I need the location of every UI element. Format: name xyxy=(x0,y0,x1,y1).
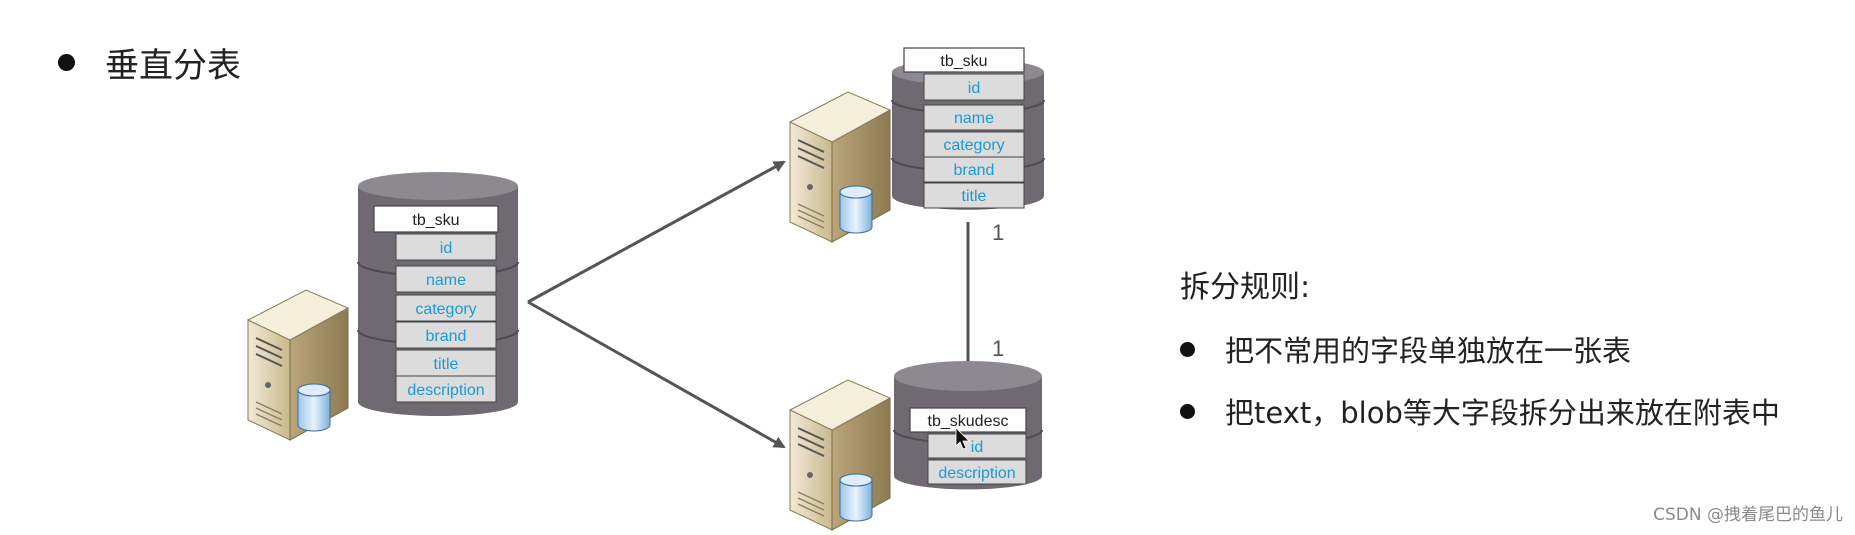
relation-cardinality-top: 1 xyxy=(992,220,1004,245)
page-title: 垂直分表 xyxy=(105,46,241,86)
source-field: category xyxy=(415,301,476,318)
split-table-1-field: brand xyxy=(954,162,995,179)
mouse-cursor-icon xyxy=(955,427,970,450)
watermark: CSDN @拽着尾巴的鱼儿 xyxy=(1653,505,1843,525)
rule-item: 把不常用的字段单独放在一张表 xyxy=(1180,328,1780,370)
split-arrow-up xyxy=(527,160,786,304)
source-table: tb_sku id name category brand title desc… xyxy=(373,205,499,403)
rule-text: 把text，blob等大字段拆分出来放在附表中 xyxy=(1225,396,1780,430)
source-server-icon xyxy=(247,289,349,441)
split-arrow-down xyxy=(527,300,786,449)
split-table-1-field: title xyxy=(962,188,987,205)
split-rules: 拆分规则: 把不常用的字段单独放在一张表 把text，blob等大字段拆分出来放… xyxy=(1180,262,1780,452)
page-title-row: 垂直分表 xyxy=(58,38,241,87)
split-table-2: tb_skudesc id description xyxy=(909,407,1027,485)
split-table-1-field: name xyxy=(954,110,994,127)
target-server-2-icon xyxy=(789,379,891,531)
split-table-1-field: id xyxy=(968,80,980,97)
split-table-2-field: id xyxy=(971,439,983,456)
bullet-icon xyxy=(1180,403,1195,419)
rules-title: 拆分规则: xyxy=(1180,270,1311,305)
source-field: description xyxy=(407,382,484,399)
rule-item: 把text，blob等大字段拆分出来放在附表中 xyxy=(1180,390,1780,432)
source-field: brand xyxy=(426,328,467,345)
split-table-2-field: description xyxy=(938,465,1015,482)
rule-text: 把不常用的字段单独放在一张表 xyxy=(1225,334,1632,368)
bullet-icon xyxy=(58,54,75,71)
relation-cardinality-bottom: 1 xyxy=(992,336,1004,361)
source-field: name xyxy=(426,272,466,289)
source-table-name: tb_sku xyxy=(412,212,459,229)
split-table-2-name: tb_skudesc xyxy=(928,413,1009,430)
source-field: title xyxy=(434,356,459,373)
split-table-1-field: category xyxy=(943,137,1004,154)
target-server-1-icon xyxy=(789,91,891,243)
split-table-1: tb_sku id name category brand title xyxy=(903,47,1025,209)
split-table-1-name: tb_sku xyxy=(940,53,987,70)
source-field: id xyxy=(440,240,452,257)
bullet-icon xyxy=(1180,341,1195,357)
